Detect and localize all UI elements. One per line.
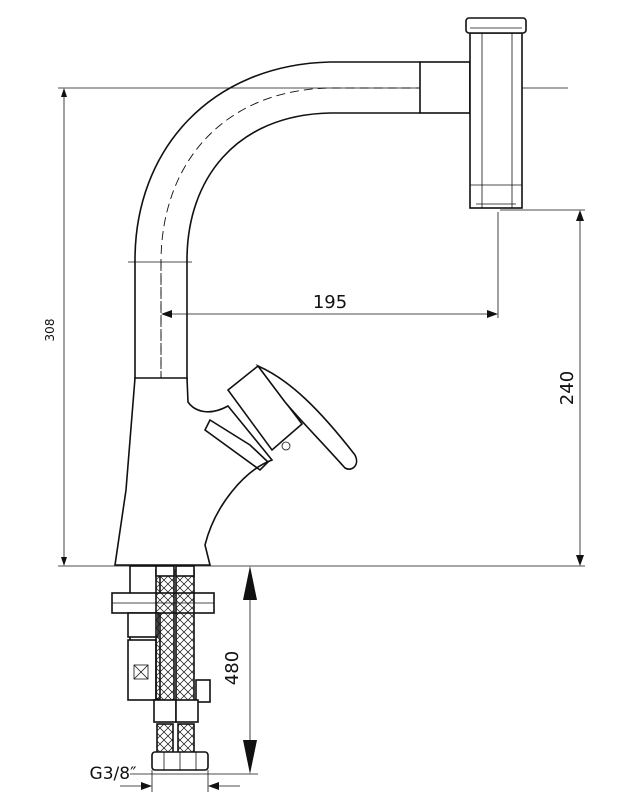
dimension-hose-length-label: 480 — [222, 651, 243, 685]
faucet-lever — [203, 364, 358, 472]
supply-hoses — [151, 565, 209, 771]
faucet-body — [114, 377, 274, 566]
dimension-thread: G3/8″ — [90, 764, 240, 792]
dimension-spout-height: 240 — [557, 210, 584, 566]
dimension-spout-height-label: 240 — [557, 371, 578, 405]
dimension-thread-label: G3/8″ — [90, 764, 137, 784]
dimension-hose-length: 480 — [222, 566, 257, 774]
spout-head — [419, 17, 527, 209]
dimension-total-height-label: 308 — [43, 319, 57, 342]
dimension-total-height: 308 — [43, 88, 67, 566]
dimension-spout-reach: 195 — [161, 292, 498, 318]
dimension-spout-reach-label: 195 — [313, 292, 347, 313]
